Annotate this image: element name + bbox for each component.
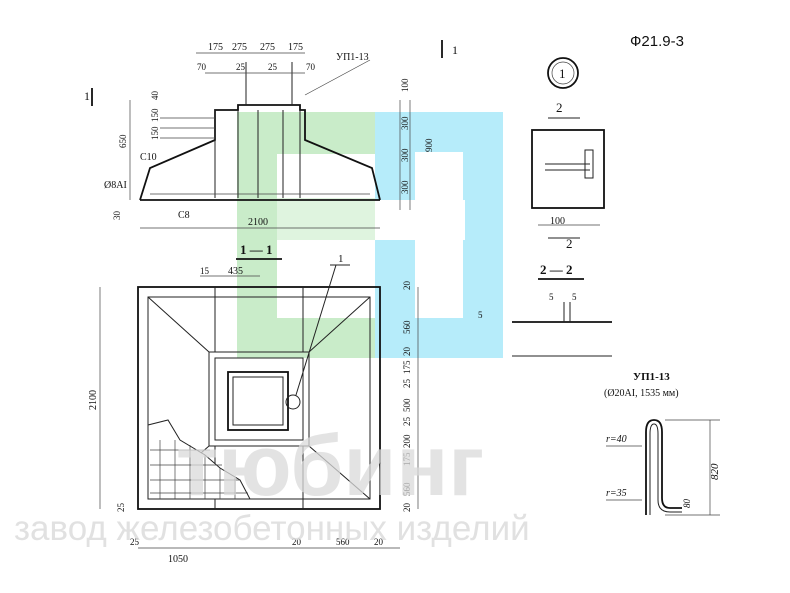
plan-view: 1 15 435 2100 25 20 560 20 175 25 500 25… xyxy=(88,253,419,565)
dim-175-b: 175 xyxy=(288,42,303,53)
dim-300-c: 300 xyxy=(400,180,410,194)
dim-25-a: 25 xyxy=(236,62,246,72)
dim-300-b: 300 xyxy=(400,148,410,162)
dim-15: 15 xyxy=(200,266,210,276)
dim-30: 30 xyxy=(112,211,122,221)
brand-tagline: завод железобетонных изделий xyxy=(14,509,530,548)
detail-marker: 1 xyxy=(547,57,579,89)
loop-title: УП1-13 xyxy=(633,371,670,383)
dim-40: 40 xyxy=(150,91,160,101)
drawing-title: Ф21.9-3 xyxy=(630,33,684,50)
dim-25-b: 25 xyxy=(268,62,278,72)
label-c8: C8 xyxy=(178,210,190,221)
dim-plan-r5: 500 xyxy=(402,398,412,412)
label-c10: C10 xyxy=(140,152,157,163)
dim-100: 100 xyxy=(400,78,410,92)
dim-150-a: 150 xyxy=(150,108,160,122)
dim-650: 650 xyxy=(118,134,128,148)
dim-plan-r4: 25 xyxy=(402,379,412,389)
dim-plan-r3: 175 xyxy=(402,360,412,374)
dim-plan-r7: 200 xyxy=(402,434,412,448)
elevation-view: 175 275 275 175 70 25 25 70 УП1-13 C10 Ø… xyxy=(84,40,458,229)
dim-plan-r6: 25 xyxy=(402,417,412,427)
dim-275-a: 275 xyxy=(232,42,247,53)
dim-plan-r9: 560 xyxy=(402,482,412,496)
section-22-view: 2 — 2 5 5 5 xyxy=(478,262,612,357)
brand-watermark: тюбинг завод железобетонных изделий xyxy=(14,418,530,548)
dim-5-left: 5 xyxy=(478,310,483,320)
detail-2-mark-top: 2 xyxy=(556,100,563,115)
dim-20-bottom-a: 20 xyxy=(292,537,302,547)
dim-2100-plan: 2100 xyxy=(88,390,99,410)
dim-275-b: 275 xyxy=(260,42,275,53)
logo-watermark xyxy=(237,112,503,358)
dim-435: 435 xyxy=(228,266,243,277)
loop-detail: УП1-13 (Ø20AI, 1535 мм) r=40 r=35 820 80 xyxy=(604,371,721,516)
dim-plan-r1: 560 xyxy=(402,320,412,334)
loop-height-dim: 820 xyxy=(709,463,721,480)
dim-plan-r8: 175 xyxy=(402,452,412,466)
section-mark-2-top: 2 xyxy=(566,236,573,251)
dim-100-detail: 100 xyxy=(550,216,565,227)
section-11-caption: 1 — 1 xyxy=(236,242,282,260)
dim-70-a: 70 xyxy=(197,62,207,72)
dim-5-a: 5 xyxy=(549,292,554,302)
section-11-label: 1 — 1 xyxy=(240,242,273,257)
dim-25-plan-left: 25 xyxy=(116,503,126,513)
loop-small-dim: 80 xyxy=(682,499,692,509)
dim-300-a: 300 xyxy=(400,116,410,130)
dim-70-b: 70 xyxy=(306,62,316,72)
dim-25-bottom: 25 xyxy=(130,537,140,547)
dim-560-bottom: 560 xyxy=(336,537,350,547)
loop-radius-2: r=35 xyxy=(606,488,627,499)
loop-label-elevation: УП1-13 xyxy=(336,52,369,63)
detail-2-view: 2 100 2 xyxy=(531,100,605,251)
section-22-label: 2 — 2 xyxy=(540,262,573,277)
dim-1050: 1050 xyxy=(168,554,188,565)
brand-name: тюбинг xyxy=(176,418,484,514)
loop-radius-1: r=40 xyxy=(606,434,627,445)
plan-marker-1: 1 xyxy=(338,253,344,265)
detail-marker-number: 1 xyxy=(559,66,566,81)
dim-plan-r0: 20 xyxy=(402,281,412,291)
loop-subtitle: (Ø20AI, 1535 мм) xyxy=(604,388,679,399)
dim-5-b: 5 xyxy=(572,292,577,302)
section-mark-1-left: 1 xyxy=(84,89,90,103)
dim-20-bottom-b: 20 xyxy=(374,537,384,547)
dim-2100-elevation: 2100 xyxy=(248,217,268,228)
dim-plan-r2: 20 xyxy=(402,347,412,357)
dim-175-a: 175 xyxy=(208,42,223,53)
section-mark-1-right: 1 xyxy=(452,43,458,57)
dim-150-b: 150 xyxy=(150,126,160,140)
dim-plan-r10: 20 xyxy=(402,503,412,513)
label-d8ai: Ø8AI xyxy=(104,180,127,191)
dim-900: 900 xyxy=(424,138,434,152)
